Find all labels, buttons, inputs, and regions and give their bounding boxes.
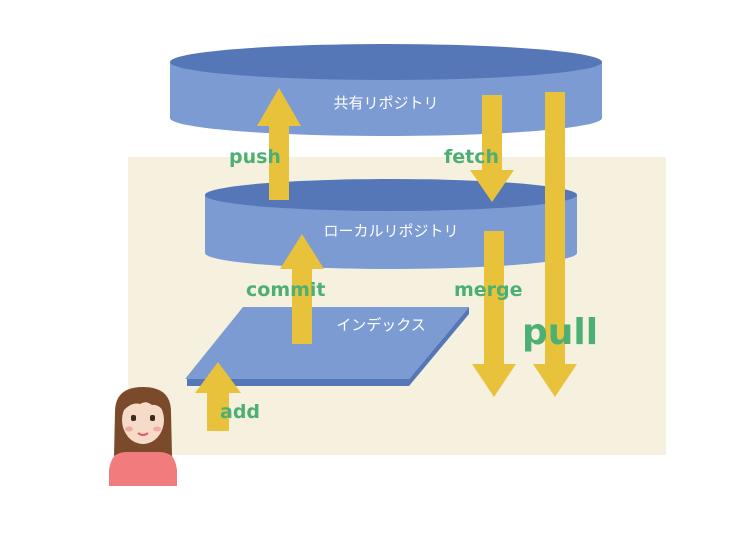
shared-repository: 共有リポジトリ — [170, 44, 602, 136]
merge-arrow — [472, 231, 516, 397]
person-icon — [109, 387, 177, 486]
add-arrow — [195, 362, 241, 431]
pull-label: pull — [522, 312, 598, 353]
local-repository-label: ローカルリポジトリ — [323, 222, 458, 240]
index-plane: インデックス — [185, 307, 469, 386]
shared-repository-label: 共有リポジトリ — [333, 94, 438, 112]
merge-label: merge — [454, 279, 523, 301]
fetch-arrow — [470, 95, 514, 202]
push-arrow — [257, 88, 301, 200]
commit-arrow — [280, 234, 324, 344]
index-label: インデックス — [336, 316, 426, 334]
local-repository: ローカルリポジトリ — [205, 179, 577, 269]
pull-arrow — [533, 92, 577, 397]
push-label: push — [229, 146, 281, 168]
add-label: add — [220, 401, 260, 423]
fetch-label: fetch — [444, 146, 499, 168]
commit-label: commit — [246, 279, 326, 301]
